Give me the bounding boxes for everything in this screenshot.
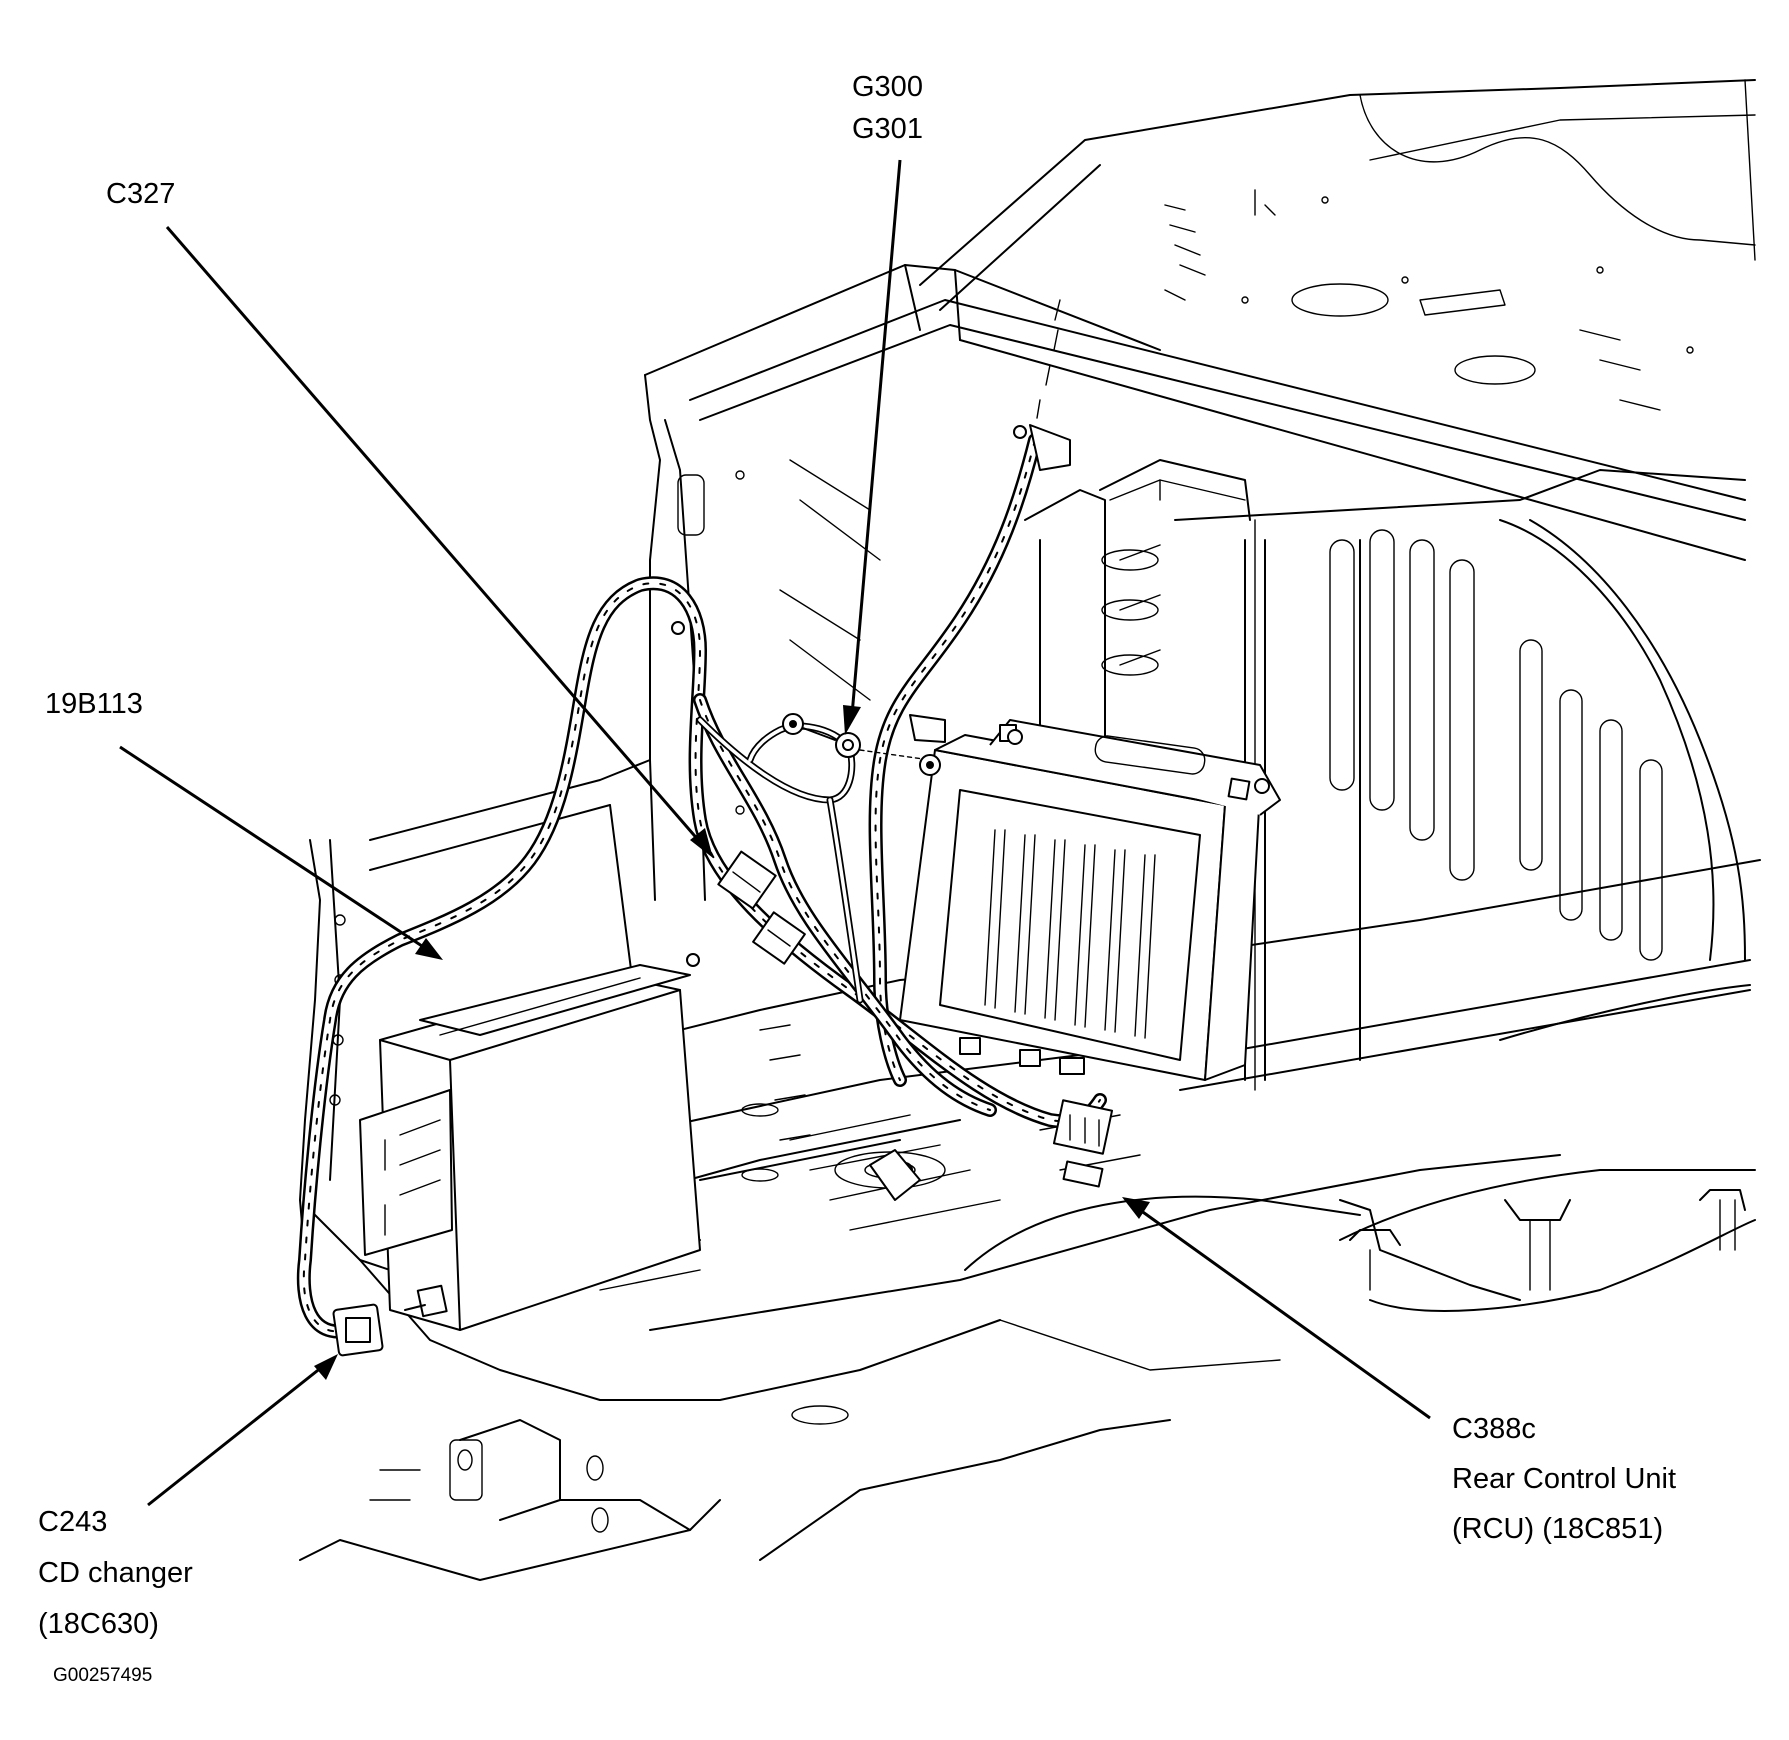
- leader-lines: [119, 159, 1431, 1507]
- label-c388c: C388c: [1452, 1413, 1536, 1445]
- dashed-harness-routing: [1036, 204, 1206, 419]
- label-g301: G301: [852, 113, 923, 145]
- label-g300: G300: [852, 71, 923, 103]
- rcu-module: [899, 719, 1281, 1081]
- label-rcu-name: Rear Control Unit: [1452, 1463, 1677, 1495]
- connectors: [332, 424, 1114, 1357]
- rear-tail-structure: [1339, 1169, 1756, 1312]
- figure-code: G00257495: [53, 1665, 153, 1686]
- harness-19b113: [296, 433, 1107, 1339]
- label-c327: C327: [106, 178, 176, 210]
- label-cd-changer: CD changer: [38, 1557, 193, 1589]
- label-harness: 19B113: [45, 688, 143, 720]
- label-c243: C243: [38, 1506, 108, 1538]
- upper-body-panel: [644, 79, 1756, 561]
- label-cd-changer-part: (18C630): [38, 1608, 159, 1640]
- ground-points: [782, 713, 941, 776]
- cd-changer-unit: [359, 964, 701, 1331]
- label-rcu-part: (RCU) (18C851): [1452, 1513, 1664, 1545]
